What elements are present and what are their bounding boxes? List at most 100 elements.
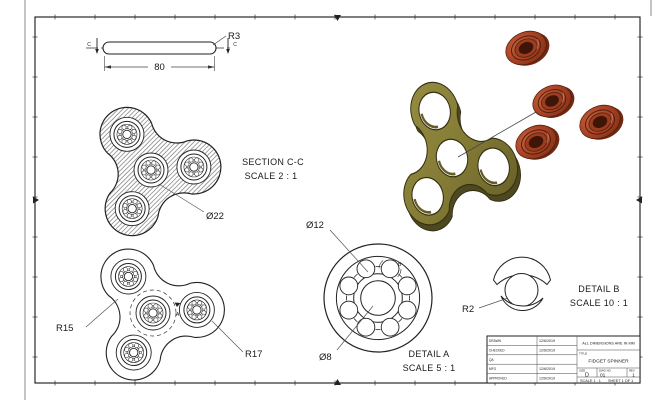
bearing-drawing bbox=[110, 258, 147, 295]
detail-a-view: B Ø12 Ø8 DETAIL A SCALE 5 : 1 bbox=[306, 220, 455, 373]
ball bbox=[138, 353, 144, 358]
detail-a-callout-circle bbox=[129, 289, 177, 337]
ball bbox=[133, 271, 138, 276]
dwg-value: 01 bbox=[600, 373, 606, 379]
rev-label: REV bbox=[629, 368, 635, 372]
dia12-leader bbox=[329, 229, 369, 273]
dimension-80: 80 bbox=[104, 56, 215, 73]
inner-race-section bbox=[500, 295, 544, 312]
ball bbox=[147, 303, 153, 309]
ball bbox=[153, 317, 159, 323]
bearing-drawing bbox=[109, 116, 145, 152]
ball bbox=[132, 213, 138, 219]
ball bbox=[141, 170, 147, 176]
spinner-3d-holes bbox=[411, 91, 510, 216]
ball bbox=[147, 317, 153, 323]
ball bbox=[123, 281, 128, 286]
section-letter-right: C bbox=[233, 42, 237, 48]
ball bbox=[141, 164, 147, 170]
bore-22-label: Ø22 bbox=[206, 211, 224, 222]
ball bbox=[356, 317, 376, 337]
ball bbox=[122, 209, 128, 214]
r2-label: R2 bbox=[462, 304, 474, 315]
render-3d bbox=[403, 30, 624, 232]
dia8-label: Ø8 bbox=[319, 352, 332, 363]
hole-wall-shade bbox=[420, 113, 439, 129]
ball bbox=[339, 276, 359, 296]
ball-section bbox=[504, 273, 539, 307]
size-value: D bbox=[585, 373, 589, 379]
ball bbox=[198, 161, 204, 167]
row-label: CHECKED bbox=[489, 348, 505, 352]
ball bbox=[123, 267, 128, 272]
ball bbox=[138, 347, 144, 352]
ball bbox=[121, 124, 127, 130]
row-label: MFG bbox=[489, 367, 497, 371]
ball bbox=[131, 129, 137, 134]
ball bbox=[157, 307, 163, 313]
dia8-leader bbox=[336, 305, 374, 351]
ball bbox=[128, 281, 134, 286]
top-view: C C R3 80 bbox=[86, 31, 240, 73]
ball bbox=[188, 171, 194, 177]
ball bbox=[153, 303, 159, 309]
assembly-leader bbox=[457, 111, 537, 158]
ball bbox=[136, 209, 142, 214]
title-label: TITLE bbox=[579, 352, 587, 356]
bore-leader bbox=[158, 183, 205, 213]
ball bbox=[380, 317, 400, 337]
approval-rows: DRAWN CHECKED QA MFG APPROVED 12/6/2019 … bbox=[489, 339, 555, 381]
ball bbox=[132, 199, 138, 204]
detail-b-letter: B bbox=[398, 262, 402, 268]
bearing-3d bbox=[531, 84, 575, 118]
size-label: SIZE bbox=[579, 368, 585, 372]
r17-leader bbox=[211, 320, 244, 353]
ball bbox=[194, 171, 200, 177]
ball bbox=[134, 357, 139, 362]
spinner-hole bbox=[477, 147, 510, 187]
dwg-label: DWG NO bbox=[599, 368, 612, 372]
dimension-note: ALL DIMENSIONS ARE IN MM bbox=[582, 342, 635, 346]
bearing-drawing bbox=[135, 295, 171, 331]
ball bbox=[194, 157, 200, 163]
ball bbox=[151, 160, 157, 166]
detail-a-callout-arrow bbox=[174, 302, 181, 307]
bearing-drawing bbox=[178, 291, 215, 328]
row-label: APPROVED bbox=[489, 377, 507, 381]
bearings-3d bbox=[504, 30, 624, 160]
detail-a-letter: A bbox=[176, 312, 180, 318]
hole-wall-shade bbox=[413, 198, 432, 214]
ball bbox=[121, 139, 127, 144]
row-date: 12/6/2019 bbox=[539, 339, 555, 343]
ball bbox=[197, 300, 203, 306]
section-cut-marker-right: C bbox=[226, 38, 237, 54]
section-letter-left: C bbox=[87, 42, 91, 48]
section-cut-marker-left: C bbox=[87, 38, 99, 54]
ball bbox=[119, 271, 124, 276]
ball bbox=[191, 314, 197, 320]
row-date: 12/6/2019 bbox=[539, 348, 555, 352]
ball bbox=[145, 160, 151, 166]
ball bbox=[126, 199, 132, 204]
plan-view: A R15 R17 bbox=[56, 248, 262, 381]
detail-a-title: DETAIL A bbox=[409, 349, 450, 359]
bearing-3d bbox=[504, 30, 550, 66]
bearing-drawing bbox=[115, 334, 152, 371]
ball bbox=[191, 300, 197, 306]
section-bearings bbox=[109, 116, 212, 227]
detail-a-bearing bbox=[323, 243, 433, 353]
ball bbox=[184, 167, 190, 173]
ball bbox=[136, 203, 142, 209]
dia12-label: Ø12 bbox=[306, 220, 324, 231]
title-block: DRAWN CHECKED QA MFG APPROVED 12/6/2019 … bbox=[486, 335, 641, 384]
detail-a-scale: SCALE 5 : 1 bbox=[403, 363, 456, 373]
ball bbox=[134, 343, 139, 348]
detail-b-view: R2 DETAIL B SCALE 10 : 1 bbox=[462, 256, 628, 315]
r2-leader bbox=[478, 297, 509, 309]
ball bbox=[124, 347, 130, 352]
center-marks bbox=[33, 15, 642, 385]
hole-wall-shade bbox=[437, 160, 456, 176]
ball bbox=[117, 134, 123, 140]
